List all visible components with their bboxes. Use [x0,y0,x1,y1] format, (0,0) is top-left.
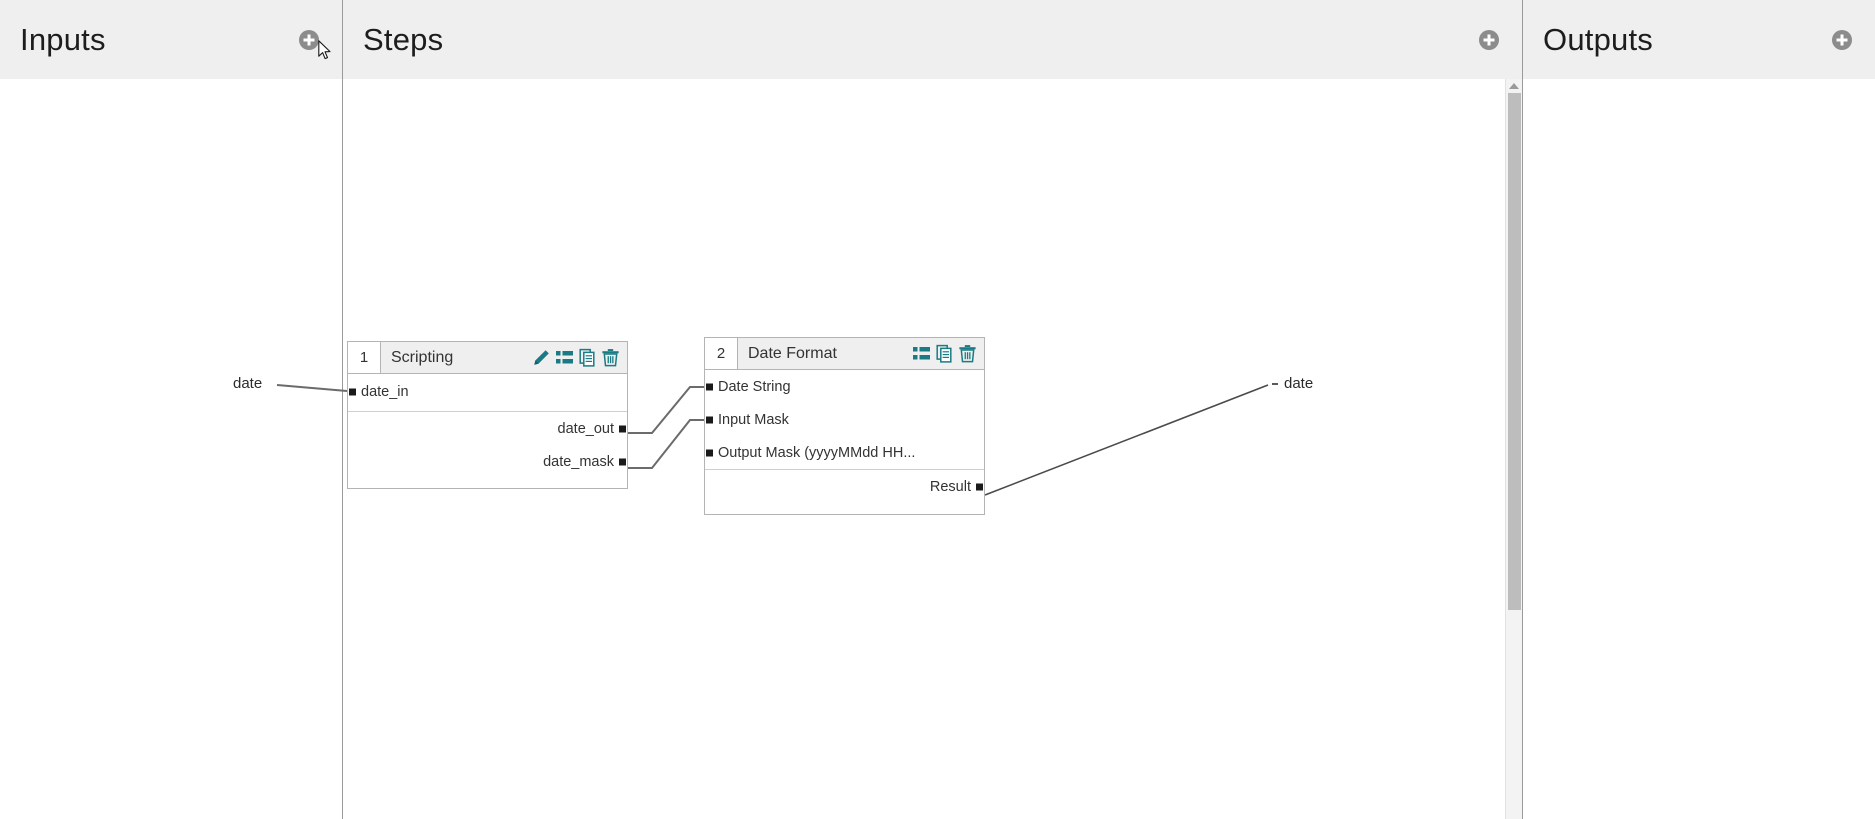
add-output-button[interactable] [1831,29,1853,51]
port-row-input[interactable]: Input Mask [705,403,984,436]
add-input-button[interactable] [298,29,320,51]
port-row-input[interactable]: Output Mask (yyyyMMdd HH... [705,436,984,469]
node-title: Date Format [748,344,837,362]
output-port-tick-icon [1272,382,1278,385]
steps-panel-title: Steps [363,21,444,57]
panel-header-inputs: Inputs [0,0,342,79]
step-node-date-format[interactable]: 2 Date Format [704,337,985,515]
panel-header-outputs: Outputs [1522,0,1875,79]
step-node-scripting[interactable]: 1 Scripting [347,341,628,489]
node-input-ports: Date String Input Mask Output Mask (yyyy… [705,370,984,469]
inputs-panel-title: Inputs [20,21,106,57]
port-label: date_in [361,384,409,400]
list-properties-icon[interactable] [555,348,574,367]
node-output-ports: date_out date_mask [348,411,627,478]
port-label: Result [929,478,971,495]
outputs-panel-title: Outputs [1543,21,1653,57]
trash-delete-icon[interactable] [601,348,620,367]
steps-vertical-scrollbar[interactable] [1505,79,1522,819]
port-label: date_mask [543,453,614,470]
node-header: 1 Scripting [348,342,627,374]
node-output-ports: Result [705,469,984,503]
output-endpoint-date[interactable]: date [1272,375,1313,392]
scrollbar-thumb[interactable] [1508,93,1521,610]
port-square-icon[interactable] [706,383,713,390]
input-endpoint-label: date [233,375,263,392]
panel-header-steps: Steps [342,0,1522,79]
output-endpoint-label: date [1284,375,1314,392]
copy-duplicate-icon[interactable] [578,348,597,367]
port-label: Date String [718,378,791,395]
port-square-icon[interactable] [706,449,713,456]
inputs-panel-canvas[interactable] [0,79,342,819]
scroll-up-arrow-icon[interactable] [1509,83,1519,89]
copy-duplicate-icon[interactable] [935,344,954,363]
port-label: Input Mask [718,411,789,428]
list-properties-icon[interactable] [912,344,931,363]
node-toolbar [912,344,984,363]
node-toolbar [532,348,627,367]
port-row-output[interactable]: Result [705,470,984,503]
steps-panel-canvas[interactable] [342,79,1522,819]
panels-header: Inputs Steps Outputs [0,0,1875,79]
pencil-edit-icon[interactable] [532,348,551,367]
port-label: date_out [557,420,614,437]
port-row-input[interactable]: date_in [348,374,627,410]
node-header: 2 Date Format [705,338,984,370]
add-step-button[interactable] [1478,29,1500,51]
port-row-input[interactable]: Date String [705,370,984,403]
port-square-icon[interactable] [976,483,983,490]
port-square-icon[interactable] [706,416,713,423]
node-index: 1 [348,342,381,373]
outputs-panel-canvas[interactable] [1522,79,1875,819]
port-square-icon[interactable] [619,425,626,432]
port-row-output[interactable]: date_out [348,412,627,445]
node-index: 2 [705,338,738,369]
input-endpoint-date[interactable]: date [233,375,262,392]
port-square-icon[interactable] [349,388,356,396]
port-label: Output Mask (yyyyMMdd HH... [718,444,916,461]
node-title: Scripting [391,348,454,366]
node-input-ports: date_in [348,374,627,411]
port-row-output[interactable]: date_mask [348,445,627,478]
port-square-icon[interactable] [619,458,626,465]
panels-body [0,79,1875,819]
trash-delete-icon[interactable] [958,344,977,363]
